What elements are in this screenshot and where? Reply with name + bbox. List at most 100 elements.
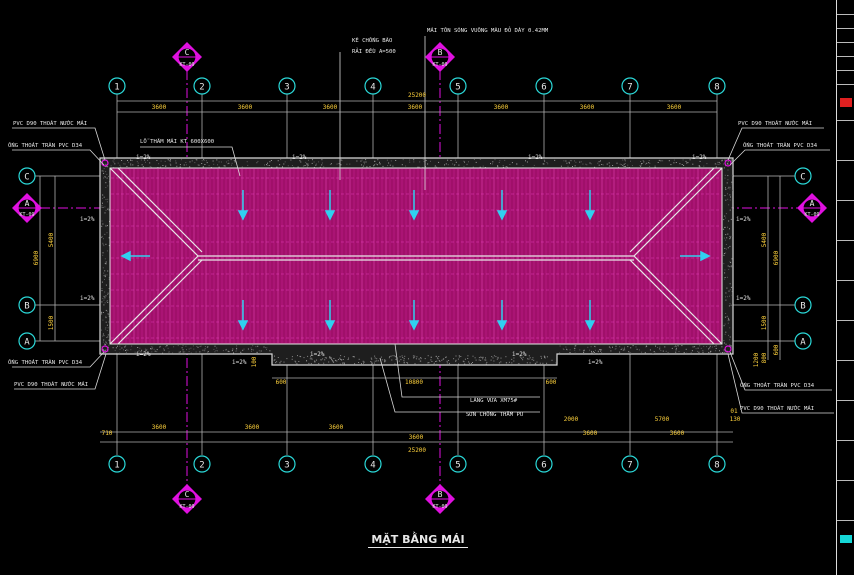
gutter-speck <box>675 345 677 347</box>
slope-label: i=2% <box>292 154 307 161</box>
gutter-speck <box>626 166 628 168</box>
leader-hatch <box>140 146 241 177</box>
gutter-speck <box>490 163 491 165</box>
gutter-speck <box>699 165 700 167</box>
gutter-speck <box>306 166 308 168</box>
gutter-speck <box>726 163 728 165</box>
gutter-speck <box>343 362 345 364</box>
gutter-speck <box>104 176 106 178</box>
gutter-speck <box>234 161 236 163</box>
right-toolbar[interactable] <box>836 0 854 575</box>
gutter-speck <box>193 348 195 350</box>
hip-line-tl-2 <box>117 167 203 253</box>
gutter-speck <box>667 352 669 353</box>
leader-overflow-tl <box>12 149 105 166</box>
gutter-speck <box>418 358 420 360</box>
gutter-speck <box>390 355 392 357</box>
gutter-speck <box>290 159 292 161</box>
grid-label: 2 <box>199 461 204 471</box>
gutter-speck <box>377 360 379 362</box>
note-overflow-br: ỐNG THOÁT TRÀN PVC D34 <box>740 382 815 389</box>
grid-bubble-a-right: A <box>794 332 812 350</box>
gutter-speck <box>395 356 397 358</box>
gutter-speck <box>101 329 102 331</box>
gutter-speck <box>697 165 699 167</box>
gutter-speck <box>382 165 384 167</box>
gutter-speck <box>124 346 126 348</box>
gutter-speck <box>106 300 108 301</box>
gutter-speck <box>574 347 576 349</box>
leader-pvc-br <box>727 353 834 414</box>
gutter-speck <box>520 356 522 358</box>
gutter-speck <box>438 161 440 163</box>
slope-label: i=2% <box>736 295 751 302</box>
gutter-speck <box>102 197 104 199</box>
gutter-speck <box>271 166 273 168</box>
gutter-speck <box>729 327 731 329</box>
gutter-speck <box>106 343 108 345</box>
gutter-speck <box>616 162 618 164</box>
gutter-speck <box>729 261 731 263</box>
toolbar-layer-swatch[interactable] <box>840 98 852 107</box>
gutter-speck <box>162 165 164 166</box>
gutter-speck <box>190 347 192 349</box>
gutter-speck <box>390 160 392 162</box>
section-ref: KT-09 <box>19 212 34 218</box>
gutter-speck <box>725 248 727 250</box>
gutter-speck <box>723 342 725 344</box>
gutter-speck <box>725 217 727 219</box>
gutter-speck <box>102 298 104 299</box>
gutter-speck <box>622 164 624 166</box>
gutter-speck <box>163 348 165 350</box>
gutter-speck <box>101 313 103 315</box>
gutter-speck <box>683 165 685 166</box>
gutter-speck <box>727 315 728 317</box>
gutter-speck <box>505 362 507 364</box>
gutter-speck <box>104 206 106 208</box>
gutter-speck <box>105 187 107 188</box>
gutter-speck <box>640 165 642 167</box>
gutter-speck <box>420 357 422 358</box>
dim-top-span-4: 3600 <box>408 104 423 111</box>
gutter-speck <box>153 348 155 350</box>
gutter-speck <box>167 347 169 349</box>
gutter-speck <box>699 345 701 347</box>
hip-line-br <box>633 255 723 345</box>
gutter-speck <box>106 250 108 252</box>
gutter-speck <box>697 350 699 352</box>
gutter-speck <box>729 245 731 247</box>
gutter-speck <box>265 347 266 349</box>
gutter-speck <box>104 212 106 214</box>
gutter-speck <box>660 160 662 162</box>
gutter-speck <box>108 175 109 177</box>
gutter-speck <box>723 349 725 351</box>
gutter-speck <box>729 188 731 190</box>
note-overflow-tl: ỐNG THOÁT TRÀN PVC D34 <box>8 142 83 149</box>
toolbar-divider <box>837 280 854 281</box>
gutter-speck <box>103 304 105 306</box>
gutter-speck <box>103 177 105 179</box>
gutter-speck <box>482 165 484 167</box>
gutter-speck <box>103 339 105 341</box>
drain-arrow-head <box>700 250 711 262</box>
grid-label: 8 <box>714 83 719 93</box>
gutter-speck <box>101 288 103 289</box>
grid-label: 2 <box>199 83 204 93</box>
gutter-speck <box>104 344 106 346</box>
gutter-speck <box>101 301 103 303</box>
gutter-speck <box>725 239 727 241</box>
dim-overall-top: 25200 <box>408 92 426 99</box>
gutter-speck <box>463 361 465 363</box>
gutter-speck <box>493 355 495 357</box>
gutter-speck <box>502 165 504 166</box>
dim-top-span-5: 3600 <box>494 104 509 111</box>
gutter-speck <box>336 360 338 362</box>
gutter-speck <box>590 346 592 348</box>
toolbar-cyan-swatch[interactable] <box>840 535 852 543</box>
section-ref: KT-09 <box>179 62 194 68</box>
gutter-speck <box>169 160 171 162</box>
gutter-speck <box>160 160 162 162</box>
gutter-speck <box>257 160 259 162</box>
gutter-speck <box>379 161 380 163</box>
gutter-speck <box>236 345 238 347</box>
